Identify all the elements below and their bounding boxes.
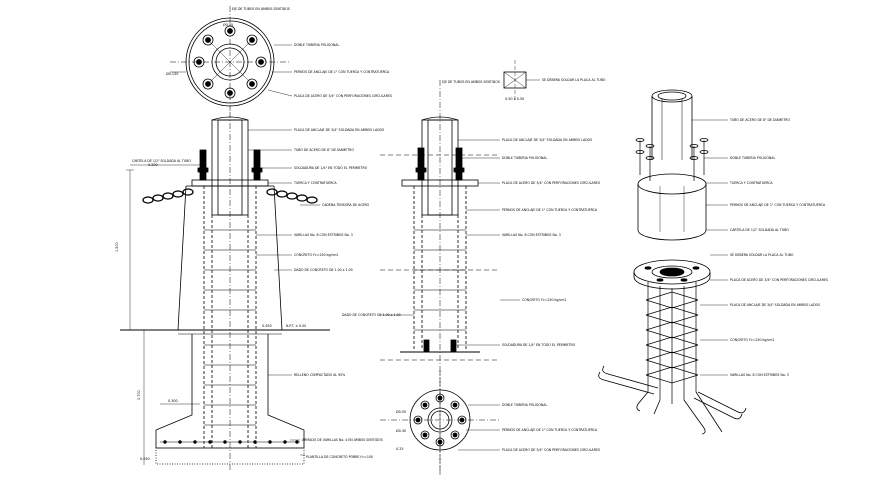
label-iso-poligonal: DOBLE TUBERIA POLIGONAL [730, 156, 775, 160]
label-nivel-piso: N.P.T. ± 0.00 [286, 324, 306, 328]
label-mid-pernos: PERNOS DE ANCLAJE DE 1" CON TUERCA Y CON… [502, 208, 598, 212]
dim-d3: 0.300 [168, 399, 178, 403]
label-bottom-tubo: DOBLE TUBERIA POLIGONAL [502, 403, 547, 407]
bottom-plan-view [380, 370, 500, 475]
label-iso-placa: PLACA DE ACERO DE 3/4" CON PERFORACIONES… [730, 278, 828, 282]
dim-top-diam: Ø0.55 [223, 22, 233, 27]
label-iso-tubo: TUBO DE ACERO DE 8" DE DIAMETRO [729, 118, 790, 122]
dim-mid-d3: 0.25 [396, 447, 404, 451]
label-mid-soldadura: SOLDADURA DE 1/4" EN TODO EL PERIMETRO [502, 343, 576, 347]
top-plan-view [170, 6, 293, 112]
left-elevation [120, 112, 330, 470]
label-mid-dado: DADO DE CONCRETO DE 1.00 x 1.00 [342, 313, 401, 317]
isometric-view [598, 89, 747, 435]
label-iso-cartela: CARTELA DE 1/2" SOLDADA AL TUBO [730, 228, 789, 232]
detail-section [503, 60, 540, 100]
label-tubo-acero: TUBO DE ACERO DE 8" DE DIAMETRO [293, 148, 354, 152]
label-mid-tubo: DOBLE TUBERIA POLIGONAL [502, 156, 547, 160]
label-placa-anclaje: PLACA DE ANCLAJE DE 3/4" SOLDADA EN AMBO… [294, 128, 384, 132]
label-soldadura: SOLDADURA DE 1/4" EN TODO EL PERIMETRO [294, 166, 368, 170]
label-cadena: CADENA TENSORA DE ACERO [322, 203, 370, 207]
label-dado: DADO DE CONCRETO DE 1.00 x 1.00 [294, 268, 353, 272]
dim-d1: 1.500 [115, 242, 119, 252]
label-mid-placa-acero: PLACA DE ACERO DE 3/4" CON PERFORACIONES… [502, 181, 600, 185]
dim-d4: 0.050 [140, 457, 150, 461]
label-mid-concreto: CONCRETO f'c=250 kg/cm2 [522, 298, 566, 302]
label-cartela: CARTELA DE 1/2" SOLDADA AL TUBO [132, 159, 191, 163]
label-iso-concreto: CONCRETO f'c=250 kg/cm2 [730, 338, 774, 342]
label-tuerca: TUERCA Y CONTRATUERCA [293, 181, 337, 185]
label-relleno: RELLENO COMPACTADO AL 95% [294, 373, 345, 377]
label-concreto: CONCRETO f'c=250 kg/cm2 [294, 253, 338, 257]
label-iso-varillas: VARILLAS No. 8 CON ESTRIBOS No. 3 [730, 373, 789, 377]
label-bottom-pernos: PERNOS DE ANCLAJE DE 1" CON TUERCA Y CON… [502, 428, 598, 432]
dim-d6: 0.450 [262, 324, 272, 328]
annotations: EJE DE TUBOS EN AMBOS SENTIDOS DOBLE TUB… [115, 7, 828, 461]
dim-detail: 0.50 x 0.50 [505, 97, 524, 101]
axis-label-mid: EJE DE TUBOS EN AMBOS SENTIDOS [442, 80, 500, 84]
axis-label-top: EJE DE TUBOS EN AMBOS SENTIDOS [232, 7, 290, 11]
label-soldar: SE DEBERA SOLDAR LA PLACA AL TUBO [542, 78, 606, 82]
label-mid-varillas: VARILLAS No. 8 CON ESTRIBOS No. 3 [502, 233, 561, 237]
label-tubo-poligonal: DOBLE TUBERIA POLIGONAL [294, 43, 339, 47]
label-mid-placa: PLACA DE ANCLAJE DE 3/4" SOLDADA EN AMBO… [502, 138, 592, 142]
label-iso-pernos: PERNOS DE ANCLAJE DE 1" CON TUERCA Y CON… [730, 203, 826, 207]
label-iso-tuerca: TUERCA Y CONTRATUERCA [729, 181, 773, 185]
label-pernos: PERNOS DE ANCLAJE DE 1" CON TUERCA Y CON… [294, 70, 390, 74]
middle-elevation [380, 80, 520, 470]
label-iso-anclaje: PLACA DE ANCLAJE DE 3/4" SOLDADA EN AMBO… [730, 303, 820, 307]
label-plantilla: PLANTILLA DE CONCRETO POBRE f'c=100 [306, 455, 373, 459]
label-bottom-placa: PLACA DE ACERO DE 3/4" CON PERFORACIONES… [502, 448, 600, 452]
dim-mid-d1: Ø0.55 [396, 409, 406, 414]
dim-mid-d2: Ø0.30 [396, 428, 406, 433]
label-iso-soldar: SE DEBERA SOLDAR LA PLACA AL TUBO [730, 253, 794, 257]
dim-d2: 0.700 [137, 390, 141, 400]
dim-top-side: Ø0.130 [166, 71, 178, 76]
label-varillas: VARILLAS No. 8 CON ESTRIBOS No. 3 [294, 233, 353, 237]
label-armado: ARMADO DE VARILLAS No. 4 EN AMBOS SENTID… [302, 438, 383, 442]
label-placa-acero: PLACA DE ACERO DE 3/4" CON PERFORACIONES… [294, 94, 392, 98]
dim-d5: 0.200 [148, 163, 158, 167]
